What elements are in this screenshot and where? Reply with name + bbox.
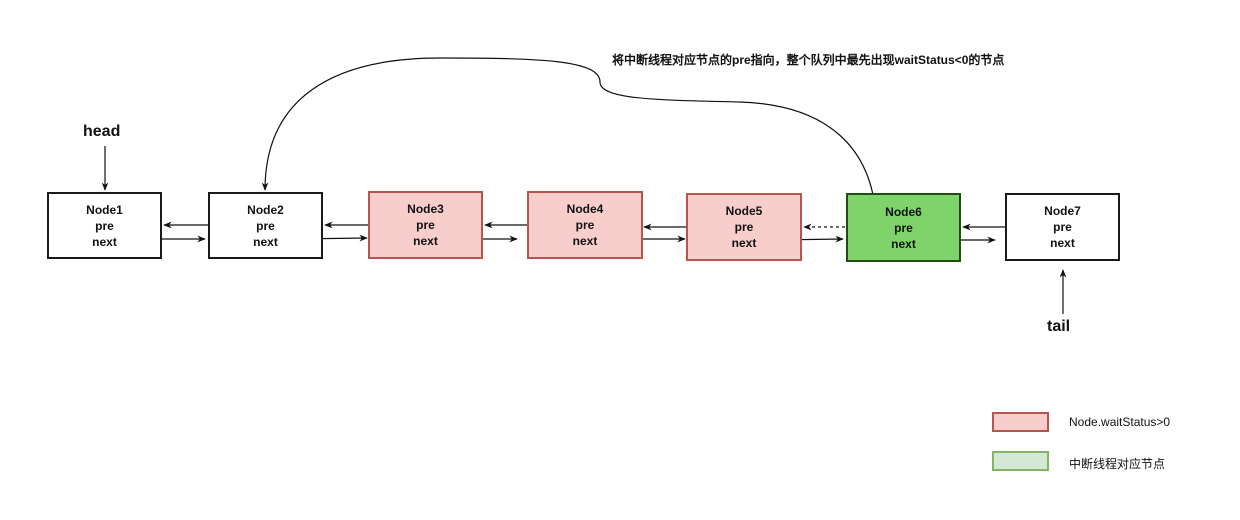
queue-node-4: Node4 pre next (527, 191, 643, 259)
node-name: Node5 (725, 204, 763, 218)
node-next-field: next (1050, 236, 1075, 250)
legend-label-interrupted: 中断线程对应节点 (1069, 457, 1166, 471)
tail-label: tail (1047, 318, 1071, 335)
queue-node-5: Node5 pre next (686, 193, 802, 261)
node-pre-field: pre (894, 220, 913, 235)
legend-swatch-interrupted (992, 451, 1049, 471)
annotation-text: 将中断线程对应节点的pre指向，整个队列中最先出现waitStatus<0的节点 (612, 53, 1005, 67)
queue-node-1: Node1 pre next (47, 192, 162, 259)
node-name: Node6 (885, 204, 922, 219)
node-pre-field: pre (1053, 220, 1072, 234)
node-pre-field: pre (416, 218, 435, 232)
queue-node-2: Node2 pre next (208, 192, 323, 259)
node-pre-field: pre (95, 218, 114, 233)
node-pre-field: pre (575, 218, 595, 232)
queue-node-3: Node3 pre next (368, 191, 483, 259)
node-next-field: next (891, 236, 916, 251)
node-pre-field: pre (734, 220, 754, 234)
head-label: head (83, 123, 121, 140)
node-next-field: next (253, 234, 278, 249)
node-name: Node3 (407, 202, 444, 216)
node-name: Node4 (566, 202, 604, 216)
node-name: Node7 (1044, 204, 1081, 218)
node-name: Node1 (86, 202, 123, 217)
node-name: Node2 (247, 202, 284, 217)
new-prev-curve-node6-node2 (261, 57, 877, 219)
legend-label-cancelled: Node.waitStatus>0 (1069, 415, 1171, 429)
node-next-field: next (413, 234, 438, 248)
node-next-field: next (92, 234, 117, 249)
node-next-field: next (731, 236, 757, 250)
legend-swatch-cancelled (992, 412, 1049, 432)
node-next-field: next (572, 234, 598, 248)
queue-node-7: Node7 pre next (1005, 193, 1120, 261)
node-pre-field: pre (256, 218, 275, 233)
queue-node-6: Node6 pre next (846, 193, 961, 262)
